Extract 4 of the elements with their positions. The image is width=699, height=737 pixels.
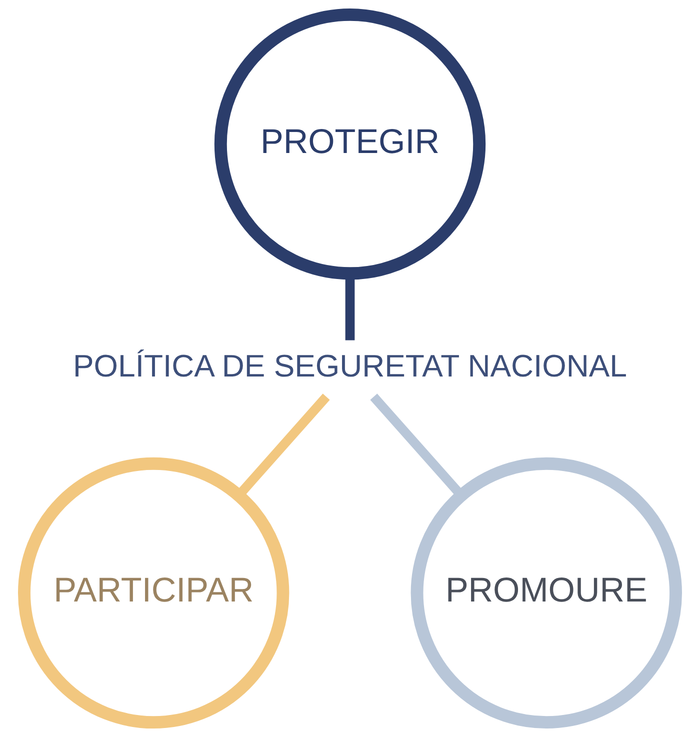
- node-text: POLÍTICA DE SEGURETAT NACIONAL: [72, 348, 627, 384]
- node-circle: PARTICIPAR: [18, 457, 289, 729]
- node-circle: PROTEGIR: [214, 8, 486, 280]
- node-circle: PROMOURE: [410, 457, 682, 729]
